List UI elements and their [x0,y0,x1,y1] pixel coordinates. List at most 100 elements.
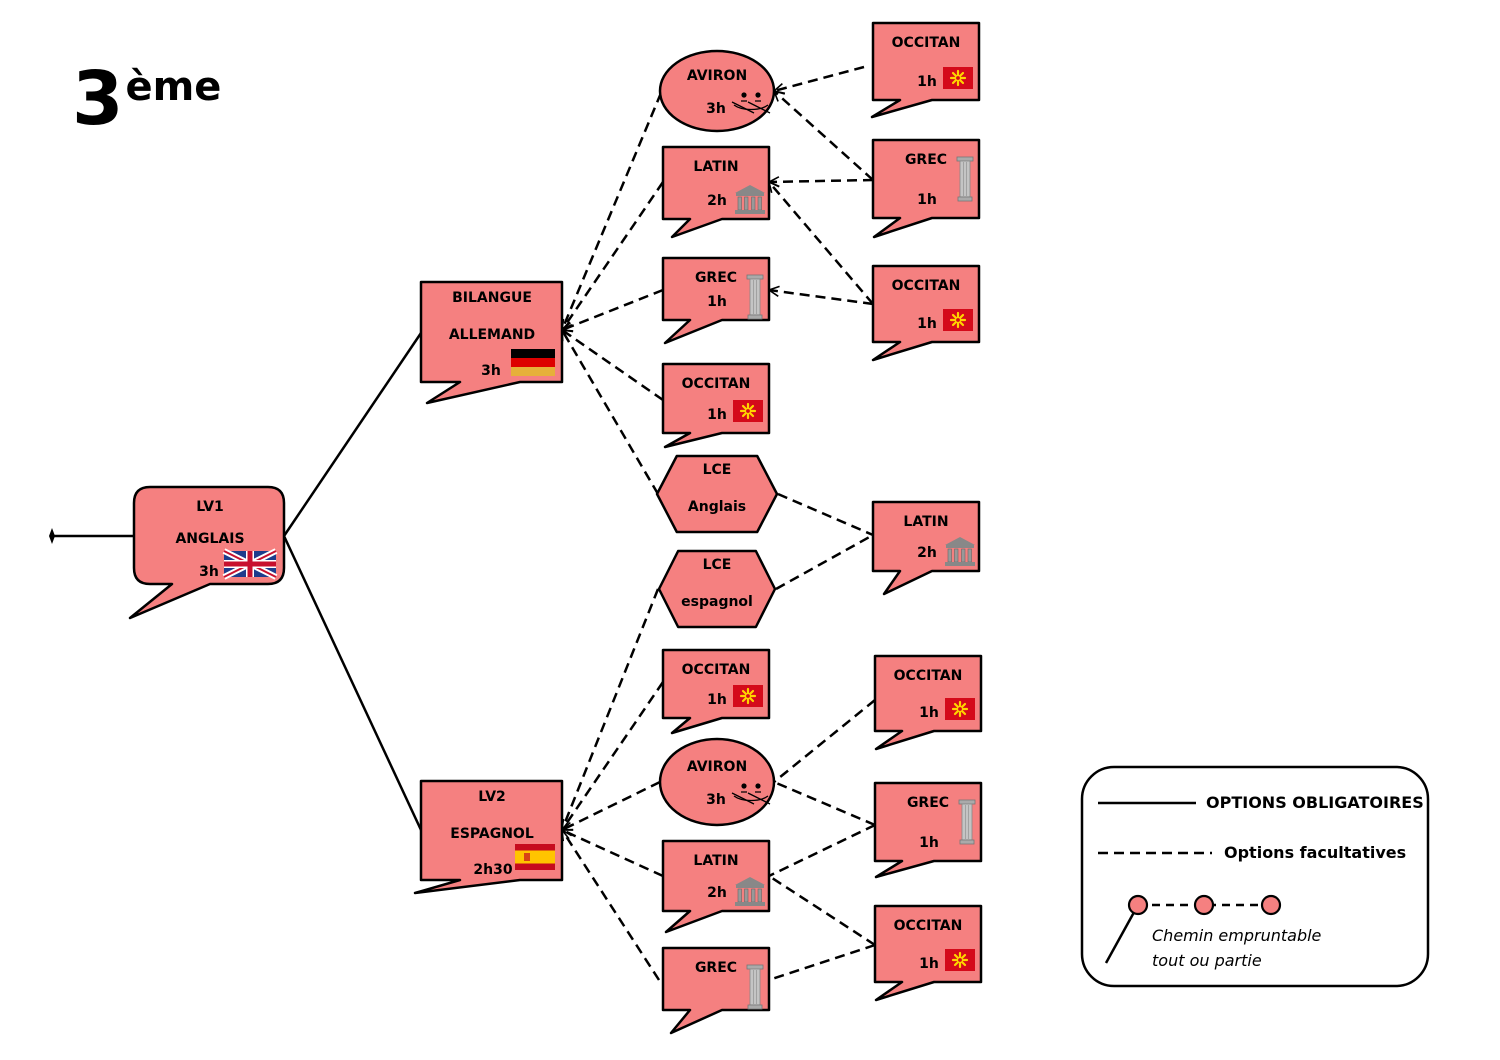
optional-link [560,830,661,981]
a_latin-label: LATIN [693,159,738,175]
node-c-grec1: GREC 1h [871,138,981,239]
lce_espagnol-line1: LCE [703,557,732,573]
b_occitan-label: OCCITAN [682,662,751,678]
node-a-grec: GREC 1h [661,256,771,345]
a_latin-hours: 2h [707,193,727,209]
node-c-occitan2: OCCITAN 1h [871,264,981,362]
node-c-grec2: GREC 1h [873,781,983,879]
uk-flag-icon [224,551,276,577]
c_occitan1-hours: 1h [917,74,937,90]
occitan-cross-icon [941,65,975,91]
node-c-occitan3: OCCITAN 1h [873,654,983,751]
node-c-latin: LATIN 2h [871,500,981,596]
optional-link [562,588,660,830]
page-title: 3ème [72,62,221,136]
node-layer: LV1ANGLAIS3hBILANGUEALLEMAND3hLV2ESPAGNO… [128,21,983,1035]
optional-link [560,330,660,495]
optional-link [560,181,665,330]
occitan-cross-icon [731,398,765,424]
b_aviron-hours: 3h [706,792,726,808]
c_latin-label: LATIN [903,514,948,530]
occitan-cross-icon [943,696,977,722]
b_occitan-hours: 1h [707,692,727,708]
optional-link [773,780,876,827]
c_grec1-label: GREC [905,152,947,168]
node-lce-anglais: LCE Anglais [655,454,779,534]
title-level: 3 [72,56,124,142]
b_aviron-label: AVIRON [687,759,747,775]
lce_anglais-line1: LCE [703,462,732,478]
connection-layer [282,65,876,982]
mandatory-link [282,535,423,831]
optional-link [768,823,876,878]
spain-flag-icon [515,844,555,870]
c_occitan4-label: OCCITAN [894,918,963,934]
node-b-grec: GREC [661,946,771,1035]
optional-link [768,943,876,982]
optional-link [562,92,663,330]
optional-link [562,288,664,330]
optional-link [562,830,664,878]
a_aviron-hours: 3h [706,101,726,117]
c_grec2-label: GREC [907,795,949,811]
node-a-aviron: AVIRON 3h [658,49,776,133]
optional-link [774,91,874,181]
lce_espagnol-line2: espagnol [681,594,753,610]
optional-link [560,681,665,830]
start-marker [49,528,135,544]
optional-link [777,492,874,537]
optional-link [769,182,874,305]
bilangue-title: BILANGUE [452,290,532,306]
c_occitan3-label: OCCITAN [894,668,963,684]
legend-path-label-line1: Chemin empruntable [1152,926,1322,945]
node-b-latin: LATIN 2h [661,839,771,934]
mandatory-link [282,332,423,537]
title-superscript: ème [125,64,222,110]
optional-link [562,328,664,402]
optional-link [768,874,876,947]
c_latin-hours: 2h [917,545,937,561]
germany-flag-icon [511,349,555,376]
lv2-language: ESPAGNOL [450,826,534,842]
occitan-cross-icon [941,307,975,333]
node-lce-espagnol: LCE espagnol [657,549,777,629]
bilangue-language: ALLEMAND [449,327,535,343]
c_occitan1-label: OCCITAN [892,35,961,51]
legend: OPTIONS OBLIGATOIRES Options facultative… [1080,765,1430,988]
occitan-cross-icon [731,683,765,709]
lv2-title: LV2 [478,789,506,805]
c_grec2-hours: 1h [919,835,939,851]
a_aviron-label: AVIRON [687,68,747,84]
lce_anglais-line2: Anglais [688,499,746,515]
b_grec-label: GREC [695,960,737,976]
lv1-language: ANGLAIS [175,531,244,547]
optional-link [775,533,874,591]
legend-solid-label: OPTIONS OBLIGATOIRES [1206,793,1424,812]
a_grec-hours: 1h [707,294,727,310]
optional-link [769,290,874,306]
a_occitan-label: OCCITAN [682,376,751,392]
c_occitan2-label: OCCITAN [892,278,961,294]
c_grec1-hours: 1h [917,192,937,208]
optional-link [774,65,865,91]
legend-dashed-label: Options facultatives [1224,843,1406,862]
node-a-latin: LATIN 2h [661,145,771,239]
lv1-hours: 3h [199,564,219,580]
optional-link [773,699,876,783]
node-c-occitan1: OCCITAN 1h [870,21,981,119]
node-b-aviron: AVIRON 3h [658,737,776,827]
legend-path-symbol [1104,894,1282,964]
node-b-occitan: OCCITAN 1h [661,648,771,735]
optional-link [769,180,874,182]
c_occitan3-hours: 1h [919,705,939,721]
bilangue-hours: 3h [481,363,501,379]
b_latin-hours: 2h [707,885,727,901]
a_grec-label: GREC [695,270,737,286]
c_occitan4-hours: 1h [919,956,939,972]
b_latin-label: LATIN [693,853,738,869]
c_occitan2-hours: 1h [917,316,937,332]
